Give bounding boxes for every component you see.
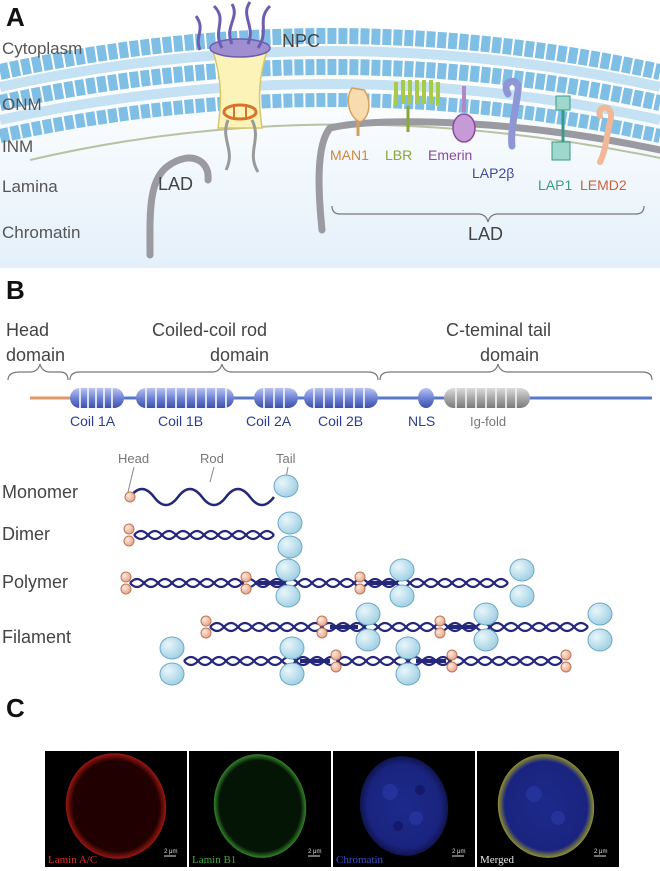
- npc-label: NPC: [282, 31, 320, 51]
- scale-bar-label-2: 2 μm: [308, 849, 321, 855]
- chromatin-strand-right: [315, 118, 660, 234]
- inm-inner-leaflet: [0, 93, 660, 143]
- region-cytoplasm-label: Cytoplasm: [2, 39, 82, 58]
- tail-domain-title-2: domain: [480, 345, 539, 365]
- coil-2b-label: Coil 2B: [318, 413, 363, 429]
- ig-fold-label: Ig-fold: [470, 414, 506, 429]
- coil-1b-label: Coil 1B: [158, 413, 203, 429]
- panel-c: C Lamin A/C 2 μm Lamin B1 2 μm Chromatin: [6, 693, 619, 867]
- channel-label-merged: Merged: [480, 854, 515, 866]
- scale-bar-label-3: 2 μm: [452, 849, 465, 855]
- lad-bracket: [331, 205, 645, 223]
- panel-b: B Head domain Coiled-coil rod domain C-t…: [2, 275, 653, 686]
- micrograph-chromatin: Chromatin 2 μm: [333, 751, 475, 867]
- region-chromatin-label: Chromatin: [2, 223, 80, 242]
- head-domain-brace: [7, 363, 69, 381]
- protein-label-emerin: Emerin: [428, 147, 472, 163]
- onm-tails: [0, 46, 660, 92]
- protein-label-lap1: LAP1: [538, 177, 572, 193]
- channel-label-lamin-b1: Lamin B1: [192, 854, 236, 866]
- assembly-filament-label: Filament: [2, 627, 71, 647]
- head-domain-title-1: Head: [6, 320, 49, 340]
- head-domain-title-2: domain: [6, 345, 65, 365]
- rod-domain-title-2: domain: [210, 345, 269, 365]
- tail-domain-brace: [379, 363, 653, 381]
- panel-b-letter: B: [6, 275, 25, 305]
- lad-left-label: LAD: [158, 174, 193, 194]
- protein-lap1: [551, 95, 571, 161]
- protein-lbr: [394, 80, 440, 132]
- annotation-head: Head: [118, 451, 149, 466]
- outer-nuclear-membrane: [0, 28, 660, 80]
- nuclear-pore-complex: [194, 1, 272, 173]
- rod-domain-brace: [69, 363, 379, 381]
- rod-domain-title-1: Coiled-coil rod: [152, 320, 267, 340]
- assembly-dimer-label: Dimer: [2, 524, 50, 544]
- ig-fold: [444, 388, 530, 408]
- protein-label-lbr: LBR: [385, 147, 412, 163]
- annotation-tail: Tail: [276, 451, 296, 466]
- protein-label-lap2b: LAP2β: [472, 165, 514, 181]
- channel-label-lamin-ac: Lamin A/C: [48, 854, 97, 866]
- tail-domain-title-1: C-teminal tail: [446, 320, 551, 340]
- panel-c-letter: C: [6, 693, 25, 723]
- region-inm-label: INM: [2, 137, 33, 156]
- head-pointer: [127, 466, 135, 493]
- scale-bar-label-4: 2 μm: [594, 849, 607, 855]
- annotation-rod: Rod: [200, 451, 224, 466]
- filament-model-top: [200, 602, 613, 652]
- chromatin-strand-left: [146, 154, 212, 259]
- rod-pointer: [209, 466, 215, 483]
- region-onm-label: ONM: [2, 95, 42, 114]
- nls-motif: [418, 388, 434, 408]
- protein-label-man1: MAN1: [330, 147, 369, 163]
- inner-nuclear-membrane: [0, 59, 660, 111]
- coil-2a: [254, 388, 298, 408]
- protein-lemd2: [596, 104, 615, 165]
- protein-man1: [347, 87, 370, 136]
- coil-2a-label: Coil 2A: [246, 413, 292, 429]
- protein-label-lemd2: LEMD2: [580, 177, 627, 193]
- region-lamina-label: Lamina: [2, 177, 58, 196]
- protein-lap2b: [502, 77, 522, 150]
- micrograph-merged: Merged 2 μm: [477, 751, 619, 867]
- assembly-monomer-label: Monomer: [2, 482, 78, 502]
- polymer-model: [120, 558, 535, 608]
- panel-a-letter: A: [6, 2, 25, 32]
- monomer-model: [124, 474, 299, 507]
- dimer-model: [123, 511, 303, 559]
- lad-bottom-label: LAD: [468, 224, 503, 244]
- scale-bar-label-1: 2 μm: [164, 849, 177, 855]
- filament-model-bottom: [159, 636, 572, 686]
- assembly-polymer-label: Polymer: [2, 572, 68, 592]
- coil-1a-label: Coil 1A: [70, 413, 116, 429]
- coil-1a: [70, 388, 124, 408]
- coil-1b: [136, 388, 234, 408]
- micrograph-lamin-ac: Lamin A/C 2 μm: [45, 751, 187, 867]
- micrograph-lamin-b1: Lamin B1 2 μm: [189, 751, 331, 867]
- panel-a: A NPC Cytoplasm: [0, 1, 660, 268]
- protein-emerin: [452, 86, 476, 143]
- nls-label: NLS: [408, 413, 435, 429]
- channel-label-chromatin: Chromatin: [336, 854, 384, 866]
- coil-2b: [304, 388, 378, 408]
